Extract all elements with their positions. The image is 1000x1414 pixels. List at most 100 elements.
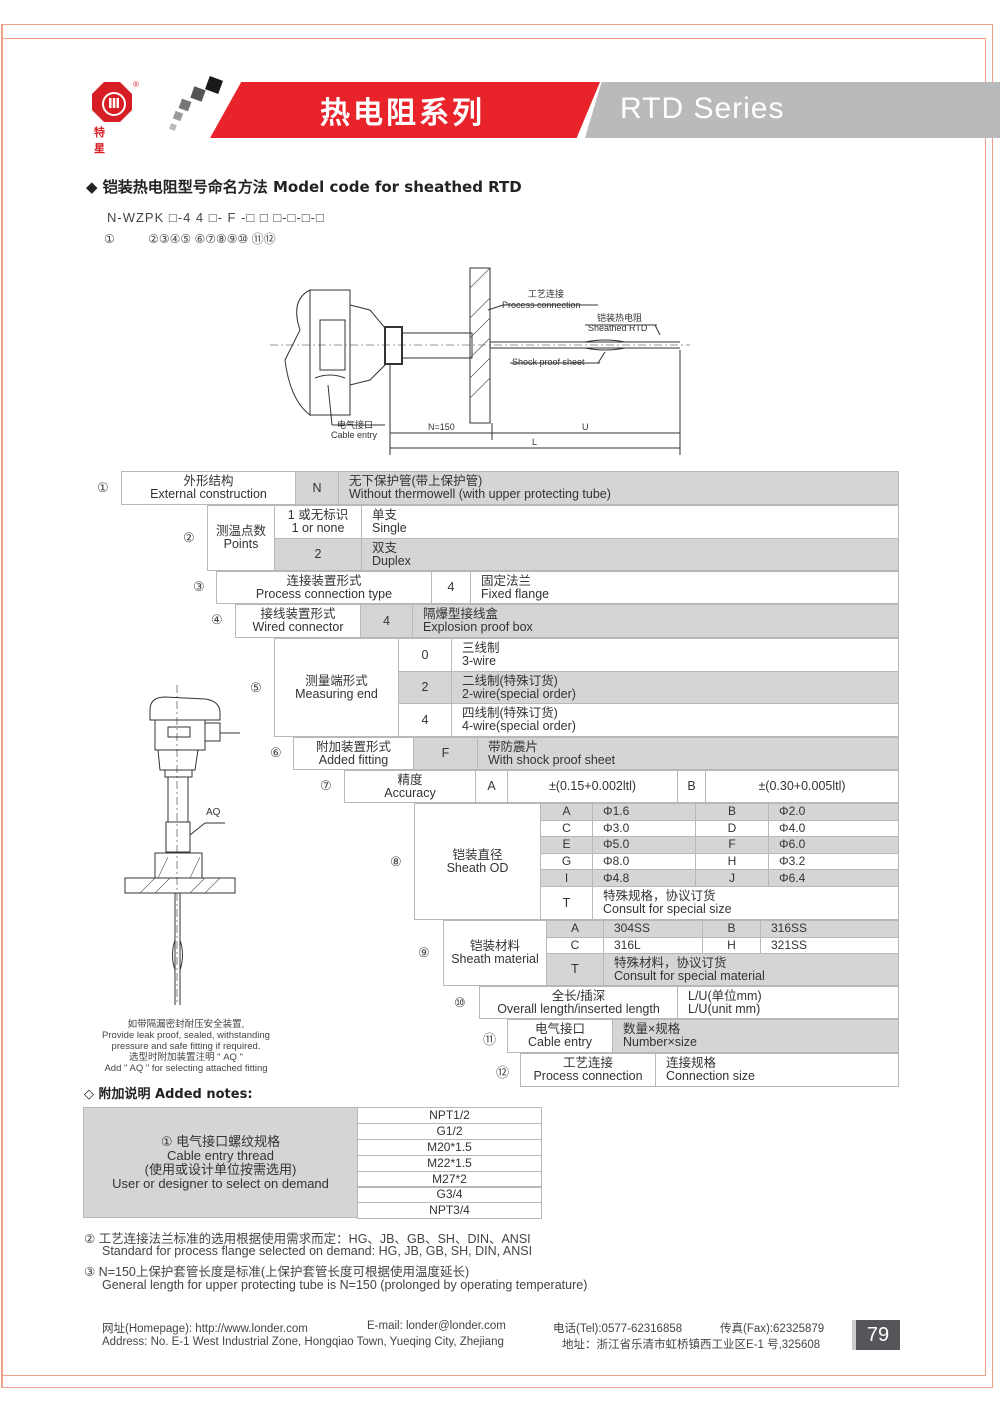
- label-sheathed-rtd-en: Sheathed RTD: [588, 323, 648, 333]
- sheath-od-code: E: [540, 836, 593, 854]
- sheath-od-code: D: [695, 819, 769, 838]
- footer-address-en: Address: No. E-1 West Industrial Zone, H…: [102, 1336, 504, 1348]
- sheath-od-code: F: [695, 836, 769, 854]
- sheath-od-value: Φ3.2: [768, 852, 899, 871]
- row-number: ⑤: [250, 681, 262, 696]
- row-number: ⑥: [270, 746, 282, 761]
- dimension-u: U: [582, 422, 589, 432]
- thread-value: G1/2: [357, 1122, 542, 1140]
- thread-value: M27*2: [357, 1170, 542, 1188]
- page-frame-outer: [1, 24, 993, 1388]
- sheath-od-code: J: [695, 869, 769, 887]
- sheath-od-value: Φ6.4: [768, 869, 899, 887]
- dimension-n: N=150: [428, 422, 455, 432]
- sheath-material-code: B: [702, 920, 761, 938]
- note-2-cn: ② 工艺连接法兰标准的选用根据使用需求而定：HG、JB、GB、SH、DIN、AN…: [84, 1232, 531, 1246]
- desc-4-wire: 四线制(特殊订货)4-wire(special order): [451, 703, 899, 737]
- sheath-od-value: Φ6.0: [768, 836, 899, 854]
- dimension-l: L: [532, 437, 538, 447]
- code-special-material: T: [546, 953, 604, 986]
- sheath-material-value: 321SS: [760, 936, 899, 954]
- row-number: ④: [211, 613, 223, 628]
- label-process-connection-en: Process connection: [502, 300, 581, 310]
- sheath-od-value: Φ5.0: [592, 836, 696, 854]
- thread-value: G3/4: [357, 1186, 542, 1204]
- header-title-cn: 热电阻系列: [320, 96, 485, 131]
- desc-2-wire: 二线制(特殊订货)2-wire(special order): [451, 671, 899, 704]
- page-number: 79: [852, 1320, 900, 1350]
- sheath-material-value: 316SS: [760, 920, 899, 938]
- row-number: ⑪: [483, 1033, 497, 1048]
- registered-mark: ®: [133, 80, 139, 89]
- value-accuracy-a: ±(0.15+0.002ltl): [507, 770, 678, 803]
- section-title: 铠装热电阻型号命名方法 Model code for sheathed RTD: [102, 178, 522, 196]
- page-frame-inner: [1, 38, 986, 1376]
- sheath-od-code: H: [695, 852, 769, 871]
- label-shock-proof-sheet: Shock proof sheet: [512, 357, 585, 367]
- label-process-connection-cn: 工艺连接: [528, 289, 565, 299]
- header-red-band: [210, 82, 600, 138]
- logo-octagon-icon: Ⅲ: [92, 82, 132, 122]
- row-number: ⑨: [418, 946, 430, 961]
- brand-logo: Ⅲ ® 特 星: [90, 80, 140, 155]
- sheath-od-value: Φ3.0: [592, 819, 696, 838]
- desc-without-thermowell: 无下保护管(带上保护管)Without thermowell (with upp…: [338, 471, 899, 505]
- label-cable-entry-cn: 电气接口: [337, 420, 374, 430]
- footer-email: E-mail: londer@londer.com: [367, 1320, 506, 1332]
- code-explosion-proof: 4: [360, 604, 413, 638]
- model-code: N-WZPK □-4 4 □- F -□ □ □-□-□-□: [107, 210, 325, 225]
- header-gray-band: [585, 82, 1000, 138]
- head-cover: [284, 289, 311, 417]
- sheath-od-code: C: [540, 819, 593, 838]
- label-sheathed-rtd-cn: 铠装热电阻: [597, 313, 643, 323]
- footer-tel: 电话(Tel):0577-62316858: [553, 1323, 683, 1335]
- label-cable-entry-en: Cable entry: [331, 430, 378, 440]
- code-accuracy-b: B: [677, 770, 706, 803]
- sheath-od-code: B: [695, 803, 769, 821]
- row-number: ⑫: [496, 1066, 510, 1081]
- code-duplex: 2: [274, 538, 362, 571]
- rtd-horizontal-drawing: [270, 267, 690, 455]
- thread-value: NPT3/4: [357, 1202, 542, 1220]
- code-n: N: [295, 471, 339, 505]
- value-accuracy-b: ±(0.30+0.005ltl): [705, 770, 899, 803]
- code-2-wire: 2: [398, 671, 452, 704]
- logo-text: 特 星: [94, 126, 113, 155]
- code-accuracy-a: A: [475, 770, 508, 803]
- header-title-en: RTD Series: [620, 92, 785, 125]
- code-shock-proof: F: [413, 737, 478, 770]
- note-3-en: General length for upper protecting tube…: [102, 1278, 588, 1292]
- row-number: ①: [97, 481, 109, 496]
- model-code-positions: ① ②③④⑤ ⑥⑦⑧⑨⑩ ⑪⑫: [104, 232, 276, 246]
- sheath-od-value: Φ4.0: [768, 819, 899, 838]
- added-notes-heading: ◇ 附加说明 Added notes:: [84, 1087, 253, 1102]
- row-number: ③: [193, 580, 205, 595]
- row-number: ⑦: [320, 779, 332, 794]
- desc-length-unit: L/U(单位mm)L/U(unit mm): [677, 986, 899, 1019]
- footer-homepage: 网址(Homepage): http://www.londer.com: [102, 1323, 308, 1335]
- sheath-material-code: C: [546, 936, 604, 954]
- code-4-wire: 4: [398, 703, 452, 737]
- footer-fax: 传真(Fax):62325879: [720, 1323, 825, 1335]
- thread-value: NPT1/2: [357, 1107, 542, 1124]
- note-3-cn: ③ N=150上保护套管长度是标准(上保护套管长度可根据使用温度延长): [84, 1265, 470, 1279]
- sheath-od-code: G: [540, 852, 593, 871]
- thread-value: M22*1.5: [357, 1154, 542, 1172]
- sheath-material-code: A: [546, 920, 604, 938]
